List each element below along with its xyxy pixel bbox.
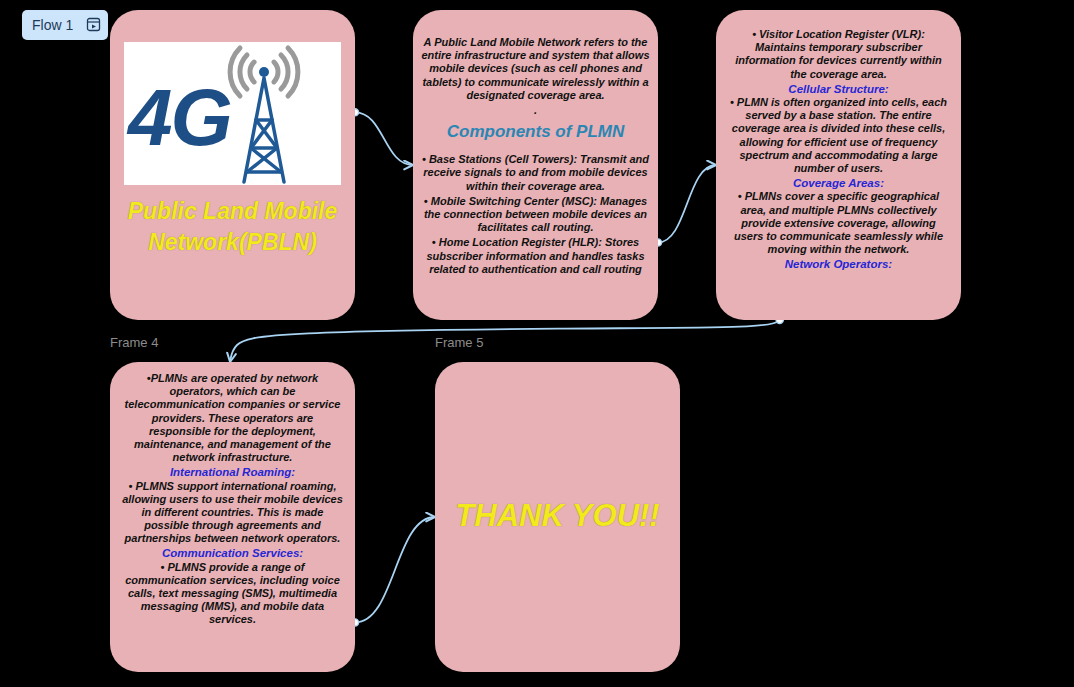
logo-text: 4G	[128, 78, 231, 158]
body-text: • Home Location Register (HLR): Stores s…	[421, 236, 650, 276]
frame-box: THANK YOU!!	[435, 362, 680, 672]
body-text: • PLMNS provide a range of communication…	[122, 561, 343, 627]
tower-lattice	[244, 78, 284, 182]
heading-text: Network Operators:	[726, 258, 951, 271]
heading-text: Cellular Structure:	[726, 83, 951, 96]
flow-connector	[230, 320, 780, 362]
flow-connector	[355, 517, 435, 622]
flow-connector	[658, 165, 716, 243]
image-ground	[124, 42, 341, 185]
body-text: • PLMNs cover a specific geographical ar…	[726, 190, 951, 256]
body-text: .	[421, 104, 650, 117]
frame-tag: Flow 1	[22, 10, 108, 40]
antenna-tip	[259, 67, 269, 77]
body-text: • PLMNS support international roaming, a…	[122, 480, 343, 546]
frame-box: • Visitor Location Register (VLR): Maint…	[716, 10, 961, 320]
body-text: • Visitor Location Register (VLR): Maint…	[726, 28, 951, 81]
heading-text: Components of PLMN	[421, 121, 650, 143]
body-text: A Public Land Mobile Network refers to t…	[421, 36, 650, 102]
frame-label: Frame 5	[435, 335, 483, 350]
heading-text: International Roaming:	[122, 466, 343, 479]
body-text: • Base Stations (Cell Towers): Transmit …	[421, 153, 650, 193]
frame-box: •PLMNs are operated by network operators…	[110, 362, 355, 672]
flow-connector	[355, 112, 413, 165]
body-text: • Mobile Switching Center (MSC): Manages…	[421, 195, 650, 235]
frame-label: Frame 4	[110, 335, 158, 350]
heading-text: Communication Services:	[122, 547, 343, 560]
heading-text: Public Land Mobile Network(PBLN)	[124, 196, 341, 258]
heading-text: Coverage Areas:	[726, 177, 951, 190]
frame-icon	[86, 17, 102, 33]
frame-box: A Public Land Mobile Network refers to t…	[413, 10, 658, 320]
body-text: • PLMN is often organized into cells, ea…	[726, 96, 951, 175]
closing-text: THANK YOU!!	[445, 497, 670, 534]
body-text: •PLMNs are operated by network operators…	[122, 372, 343, 464]
signal-arcs	[230, 48, 298, 96]
